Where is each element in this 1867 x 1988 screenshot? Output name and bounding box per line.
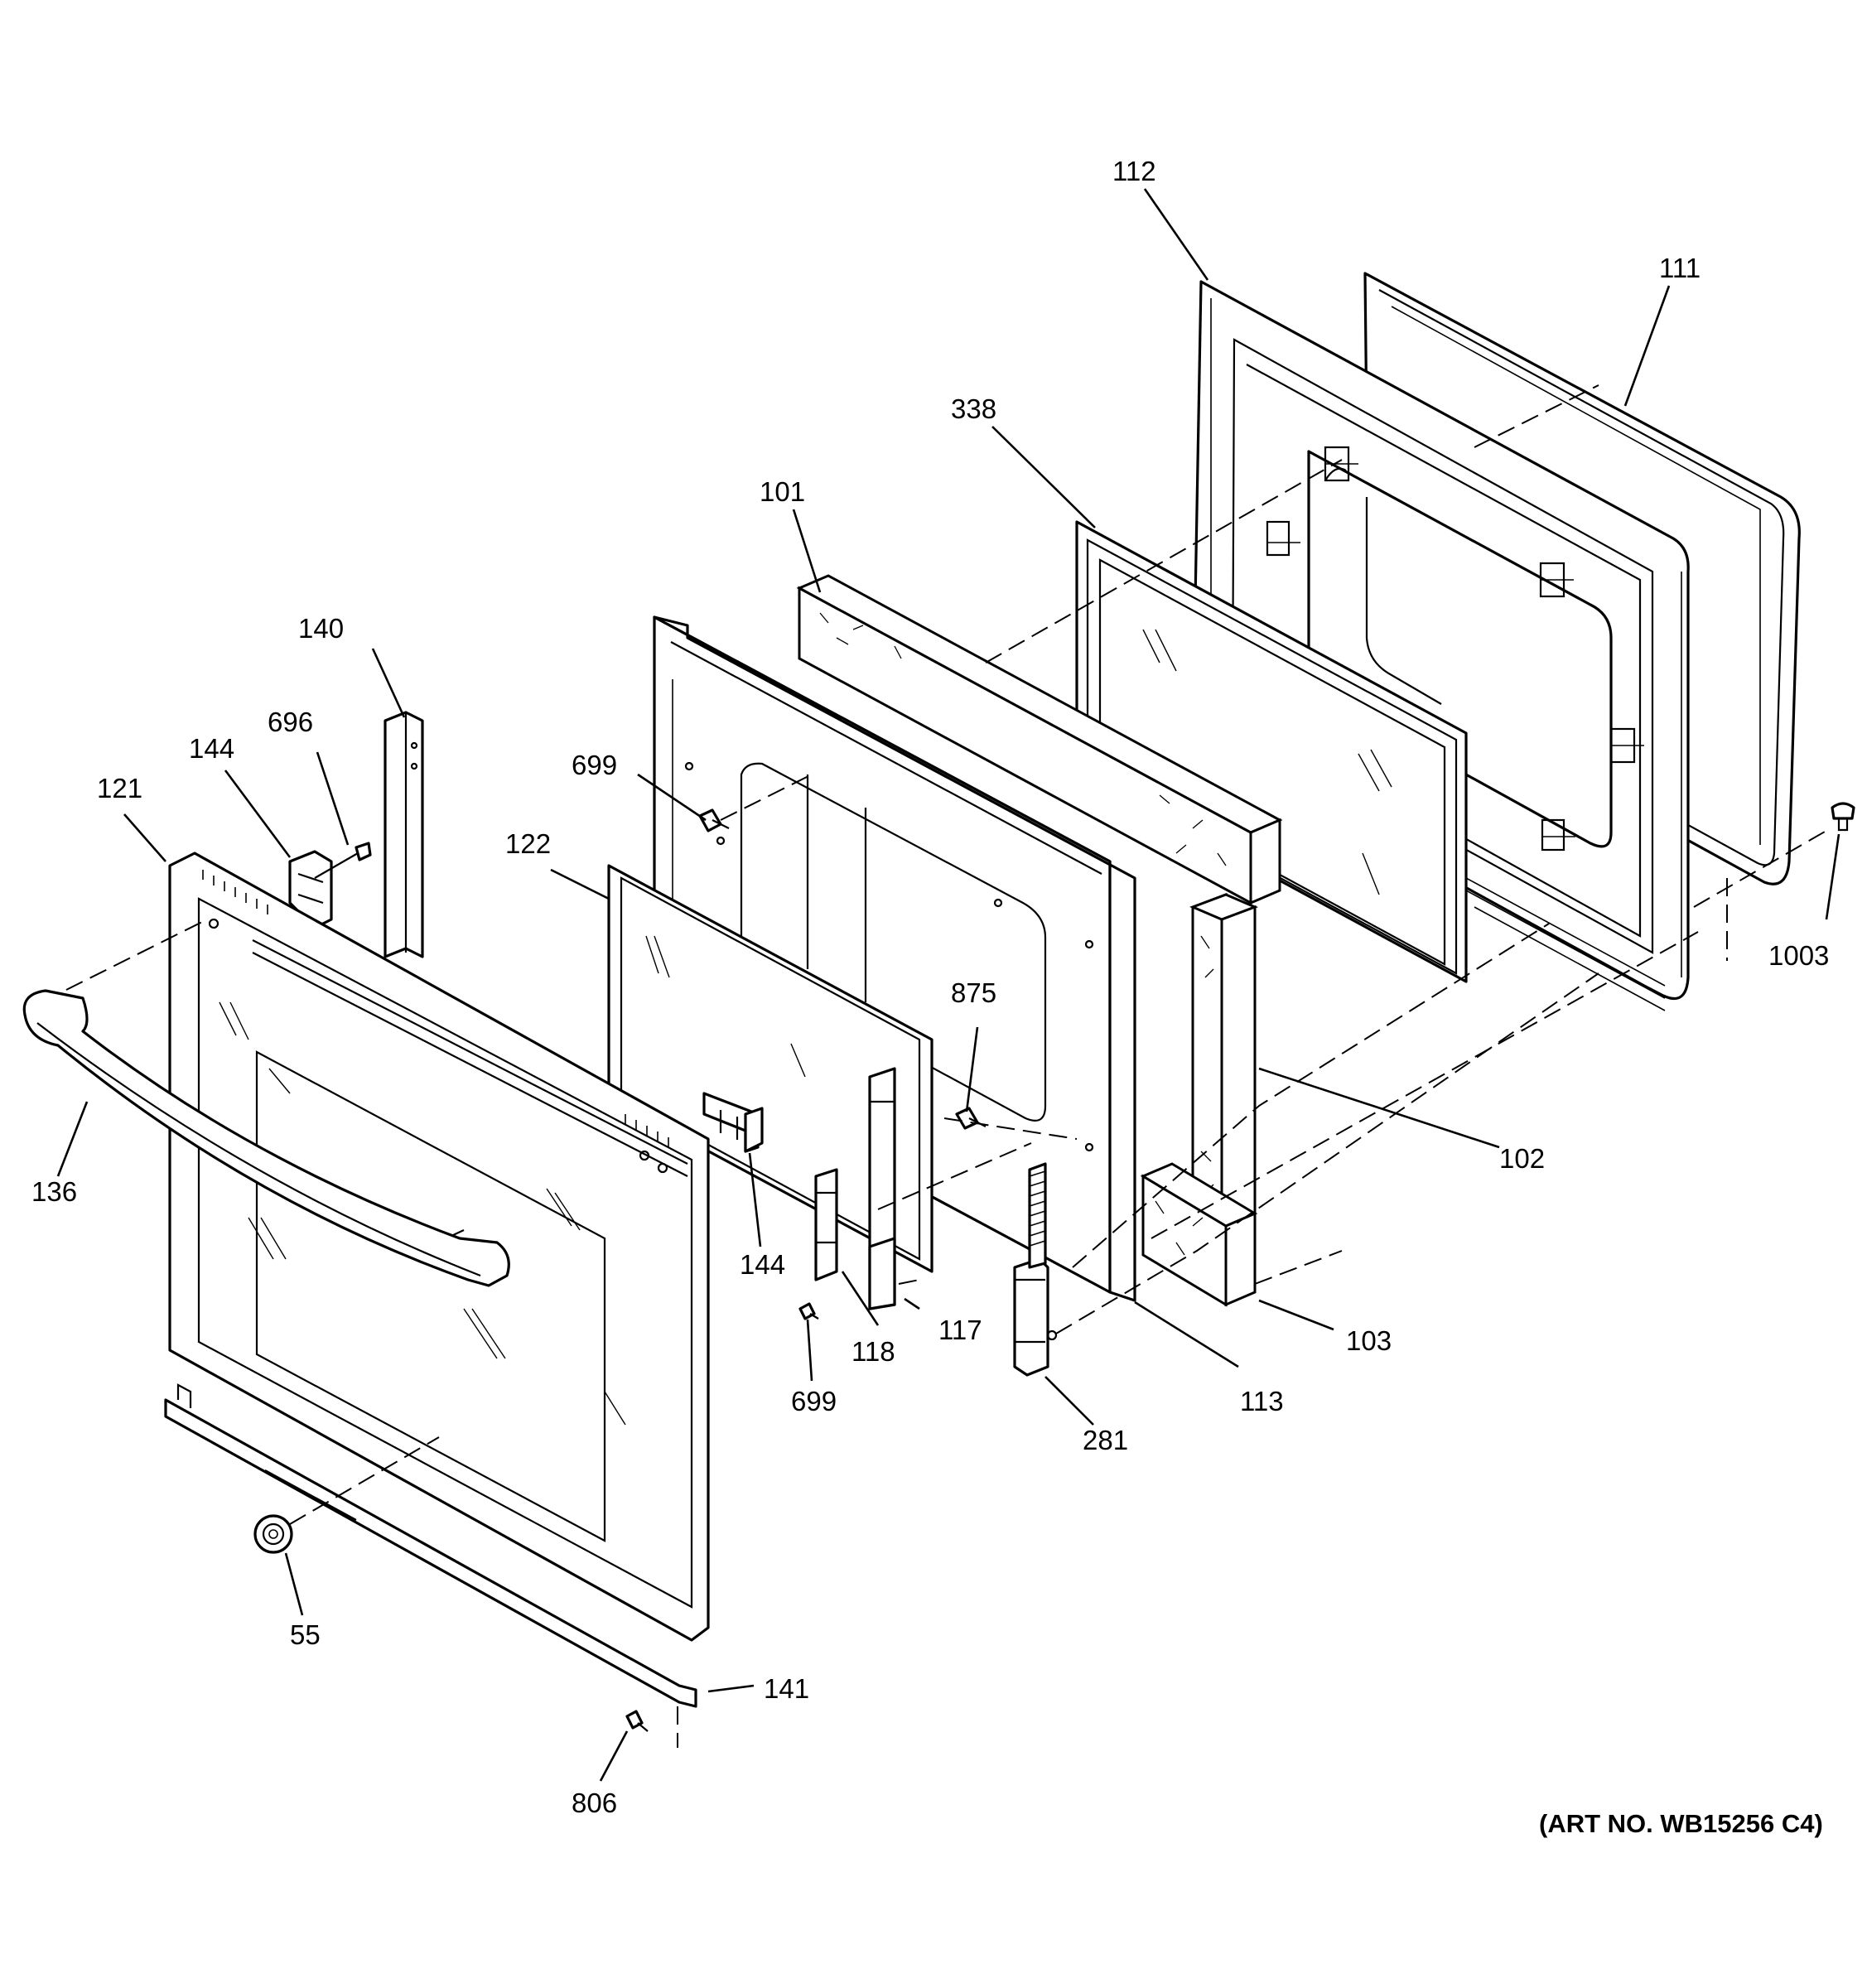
callout-121: 121	[97, 773, 142, 803]
part-117-door-bracket	[868, 1067, 896, 1310]
callout-696: 696	[268, 707, 313, 737]
callout-875: 875	[951, 977, 996, 1008]
part-136-door-handle	[22, 989, 510, 1287]
callout-806: 806	[572, 1788, 617, 1818]
part-144-hinge-block-top	[288, 850, 333, 929]
part-140-door-channel	[384, 711, 424, 958]
callout-117: 117	[938, 1315, 982, 1345]
callout-102: 102	[1499, 1143, 1545, 1174]
part-699-screw-top	[698, 808, 730, 832]
callout-699-top: 699	[572, 750, 617, 780]
callout-1003: 1003	[1768, 940, 1829, 971]
callout-144-mid: 144	[740, 1249, 785, 1280]
part-103-bottom-insulation	[1140, 1162, 1258, 1307]
callout-141: 141	[764, 1673, 809, 1704]
callout-140: 140	[298, 613, 344, 644]
callout-103: 103	[1346, 1325, 1392, 1356]
part-141-bottom-trim	[164, 1383, 697, 1708]
callout-699-bottom: 699	[791, 1386, 837, 1416]
part-118-door-bracket	[814, 1168, 838, 1281]
callout-338: 338	[951, 393, 996, 424]
part-144-hinge-block-mid	[702, 1092, 764, 1153]
part-112-inner-door-liner	[1191, 280, 1690, 1011]
part-1003-bumper	[1831, 802, 1855, 832]
part-806-screw	[625, 1710, 649, 1732]
part-122-inner-glass	[607, 864, 934, 1273]
part-55-bumper	[253, 1514, 293, 1554]
callout-leaders	[56, 188, 1840, 1782]
part-338-window-pack	[1075, 520, 1468, 983]
callout-112: 112	[1112, 156, 1156, 186]
callout-113: 113	[1240, 1386, 1284, 1416]
callout-labels: 112 111 338 101 140 696 144 121 699 122 …	[31, 156, 1829, 1838]
callout-101: 101	[760, 476, 805, 507]
assembly-alignment-lines	[65, 384, 1831, 1748]
callout-111: 111	[1659, 253, 1701, 283]
callout-55: 55	[290, 1619, 321, 1650]
part-281-hinge	[1013, 1162, 1058, 1377]
part-696-screw	[314, 842, 372, 879]
callout-118: 118	[851, 1336, 895, 1367]
callout-144-top: 144	[189, 733, 234, 764]
part-699-screw-bottom	[798, 1302, 819, 1320]
art-number: (ART NO. WB15256 C4)	[1539, 1809, 1823, 1838]
part-101-top-insulation	[796, 574, 1283, 905]
callout-122: 122	[505, 828, 551, 859]
callout-136: 136	[31, 1176, 77, 1207]
part-113-door-baffle	[653, 615, 1136, 1302]
callout-281: 281	[1083, 1425, 1128, 1455]
